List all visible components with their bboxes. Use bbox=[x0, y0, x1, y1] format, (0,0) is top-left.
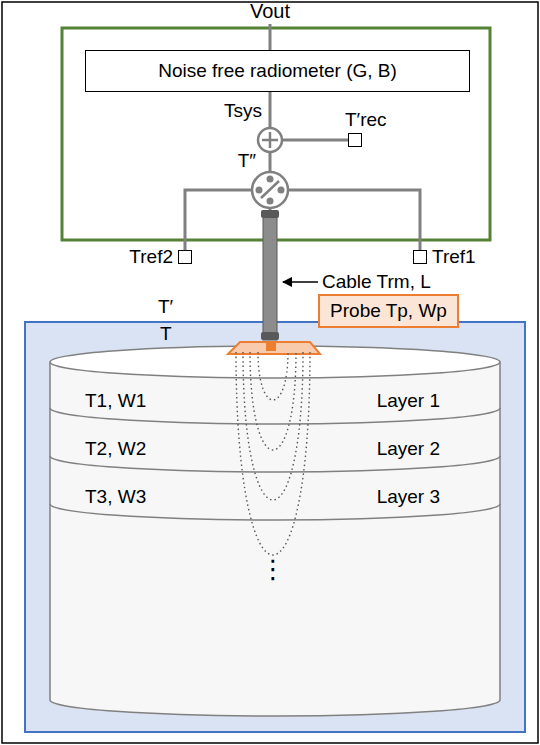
probe-patch bbox=[228, 342, 320, 354]
probe-box: Probe Tp, Wp bbox=[318, 294, 459, 328]
tissue-layer: T1, W1 Layer 1 bbox=[55, 381, 495, 421]
switch-arm bbox=[261, 181, 279, 198]
tissue-cylinder bbox=[50, 362, 500, 716]
layer-label: T1, W1 bbox=[85, 390, 146, 412]
signal-name: T′ bbox=[158, 296, 173, 318]
reference-load-box: Tref2 bbox=[178, 250, 192, 264]
signal-name: Tsys bbox=[224, 100, 262, 122]
cable-connector bbox=[261, 210, 279, 218]
receiver-noise-box: T′rec bbox=[348, 133, 362, 147]
switch-wire bbox=[269, 152, 272, 172]
node-label: Probe Tp, Wp bbox=[330, 300, 447, 322]
reference-wire bbox=[185, 190, 252, 250]
switch-contact bbox=[256, 187, 263, 194]
radiometer-housing bbox=[62, 28, 490, 240]
switch-contact bbox=[267, 198, 274, 205]
tissue-layer: T2, W2 Layer 2 bbox=[55, 429, 495, 469]
receiver-wire bbox=[282, 139, 348, 142]
signal-name: T bbox=[160, 323, 172, 345]
cable bbox=[263, 212, 277, 340]
field-line bbox=[258, 352, 288, 400]
layer-label: Layer 2 bbox=[377, 438, 440, 460]
tissue-layer: T3, W3 Layer 3 bbox=[55, 477, 495, 517]
probe-feed bbox=[266, 343, 276, 351]
layer-label: Layer 1 bbox=[377, 390, 440, 412]
field-lines bbox=[236, 352, 310, 555]
part-name: Cable Trm, L bbox=[322, 271, 431, 293]
layer-label: T2, W2 bbox=[85, 438, 146, 460]
layer-label: Layer 3 bbox=[377, 486, 440, 508]
node-label: Tref2 bbox=[129, 246, 173, 268]
plus-symbol bbox=[269, 132, 272, 148]
node-label: Noise free radiometer (G, B) bbox=[158, 60, 397, 82]
switch-contact bbox=[267, 176, 274, 183]
tissue-region bbox=[25, 322, 525, 732]
reference-wire bbox=[288, 190, 420, 250]
cable-connector bbox=[261, 332, 279, 340]
output-wire bbox=[269, 24, 272, 50]
field-line bbox=[236, 352, 310, 555]
switch-symbol bbox=[252, 172, 288, 208]
reference-load-box: Tref1 bbox=[413, 250, 427, 264]
layer-label: T3, W3 bbox=[85, 486, 146, 508]
radiometer-box: Noise free radiometer (G, B) bbox=[85, 50, 470, 92]
node-label: T′rec bbox=[345, 109, 387, 131]
summing-junction bbox=[258, 128, 282, 152]
signal-name: T″ bbox=[238, 150, 256, 172]
system-wire bbox=[269, 92, 272, 128]
leader-arrow bbox=[283, 281, 318, 283]
continuation-mark: ⋮ bbox=[260, 555, 286, 585]
switch-contact bbox=[278, 187, 285, 194]
node-label: Tref1 bbox=[432, 246, 476, 268]
signal-name: Vout bbox=[250, 0, 290, 23]
field-line bbox=[250, 352, 296, 450]
field-line bbox=[243, 352, 303, 500]
